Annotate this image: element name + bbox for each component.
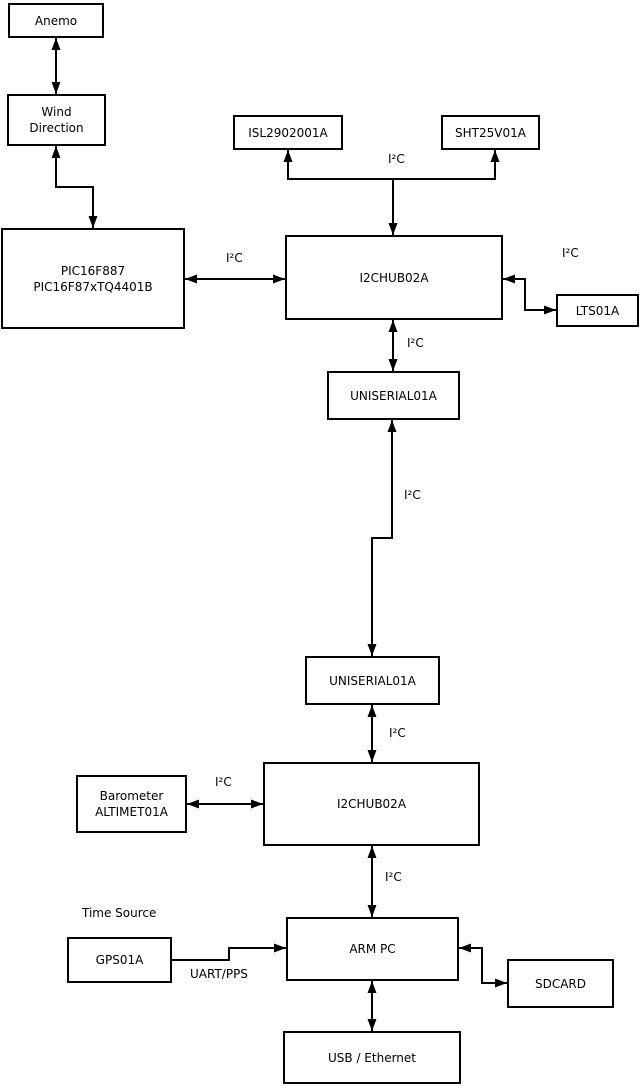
node-sht25v01a: SHT25V01A xyxy=(441,115,540,150)
node-uniserial01a-2: UNISERIAL01A xyxy=(305,656,440,705)
edge-label-i2c-hub2-armpc: I²C xyxy=(385,870,402,884)
edge-label-i2c-hub1-uniserial1: I²C xyxy=(407,336,424,350)
edge-label-i2c-pic-hub1: I²C xyxy=(226,251,243,265)
edge-i2chub1-lts xyxy=(503,274,556,315)
node-anemo-label: Anemo xyxy=(34,13,78,28)
node-arm-pc: ARM PC xyxy=(286,917,459,981)
node-uniserial01a-1: UNISERIAL01A xyxy=(327,371,460,420)
node-anemo: Anemo xyxy=(8,3,104,38)
node-barometer-label-line2: ALTIMET01A xyxy=(95,805,168,819)
edge-label-i2c-uniserial2-hub2: I²C xyxy=(389,726,406,740)
edge-label-i2c-uniserial-link: I²C xyxy=(404,488,421,502)
node-sdcard: SDCARD xyxy=(507,959,614,1008)
node-isl2902001a-label: ISL2902001A xyxy=(248,125,328,140)
node-wind-direction: Wind Direction xyxy=(7,94,106,146)
node-uniserial01a-1-label: UNISERIAL01A xyxy=(350,388,437,403)
node-barometer: Barometer ALTIMET01A xyxy=(76,775,187,833)
node-arm-pc-label: ARM PC xyxy=(349,942,396,956)
edge-armpc-sdcard xyxy=(459,943,507,988)
node-lts01a-label: LTS01A xyxy=(575,303,620,318)
node-usb-ethernet-label: USB / Ethernet xyxy=(328,1050,416,1065)
edge-label-i2c-hub1-lts: I²C xyxy=(562,246,579,260)
node-gps01a-label: GPS01A xyxy=(95,953,144,967)
node-pic16f887: PIC16F887 PIC16F87xTQ4401B xyxy=(1,228,185,329)
edge-label-i2c-barometer-hub2: I²C xyxy=(215,775,232,789)
node-sdcard-label: SDCARD xyxy=(534,976,587,991)
node-uniserial01a-2-label: UNISERIAL01A xyxy=(329,673,416,688)
edge-label-i2c-top-bus: I²C xyxy=(388,152,405,166)
node-wind-direction-label-line1: Wind xyxy=(41,105,72,119)
node-i2chub02a-1-label: I2CHUB02A xyxy=(359,270,429,285)
node-sht25v01a-label: SHT25V01A xyxy=(455,125,526,140)
node-usb-ethernet: USB / Ethernet xyxy=(283,1031,461,1084)
node-barometer-label-line1: Barometer xyxy=(99,789,164,803)
edge-uniserial1-uniserial2 xyxy=(367,420,397,656)
node-i2chub02a-2: I2CHUB02A xyxy=(263,762,480,846)
node-i2chub02a-2-label: I2CHUB02A xyxy=(336,797,407,811)
edge-wind-pic xyxy=(51,146,98,228)
node-pic16f887-label-line1: PIC16F887 xyxy=(60,263,126,278)
node-pic16f887-label-line2: PIC16F87xTQ4401B xyxy=(33,279,153,294)
node-i2chub02a-1: I2CHUB02A xyxy=(285,235,503,320)
annotation-time-source: Time Source xyxy=(82,906,157,920)
node-isl2902001a: ISL2902001A xyxy=(233,115,343,150)
edge-label-uart-pps: UART/PPS xyxy=(190,967,248,981)
node-lts01a: LTS01A xyxy=(556,294,639,327)
edge-gps-armpc xyxy=(172,943,286,961)
node-gps01a: GPS01A xyxy=(67,937,172,983)
node-wind-direction-label-line2: Direction xyxy=(29,121,84,135)
